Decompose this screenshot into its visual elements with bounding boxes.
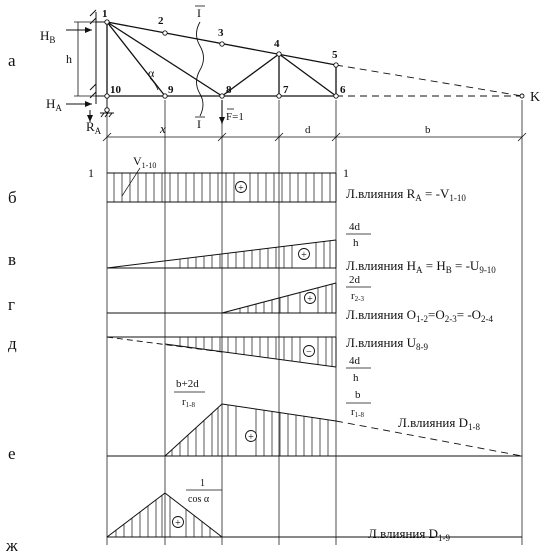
- fraction-num-v: 4d: [349, 221, 361, 233]
- node-labels: 1 2 3 4 5 10 9 8 7 6 K: [102, 8, 540, 105]
- value-left-b: 1: [88, 166, 94, 180]
- caption-b: Л.влияния RA = -V1-10: [346, 186, 466, 203]
- node-label-2: 2: [158, 15, 164, 27]
- support-hinge: [100, 96, 114, 118]
- fraction-den-v: h: [353, 237, 359, 249]
- node-label-4: 4: [274, 38, 280, 50]
- influence-line-d19: + 1 cos α Л.влияния D1-9: [106, 478, 522, 543]
- caption-v: Л.влияния HA = HB = -U9-10: [346, 258, 496, 275]
- caption-d: Л.влияния U8-9: [346, 335, 428, 352]
- hatch-zh: [115, 495, 211, 537]
- fraction-den-d: h: [353, 372, 359, 384]
- section-line: [196, 21, 204, 117]
- truss-scheme: 1 2 3 4 5 10 9 8 7 6 K HB HA RA: [40, 5, 540, 142]
- sign-g: +: [307, 294, 313, 305]
- fraction-num-zh: 1: [200, 478, 205, 489]
- row-label-b: б: [8, 188, 17, 207]
- sign-v: +: [301, 250, 307, 261]
- sign-d: −: [306, 347, 312, 358]
- node-label-3: 3: [218, 27, 224, 39]
- node-label-1: 1: [102, 8, 108, 20]
- hatch-b: [113, 173, 331, 202]
- influence-line-ra: + 1 1 V1-10 Л.влияния RA = -V1-10: [88, 154, 466, 203]
- section-label-bottom: I: [197, 117, 201, 131]
- sign-plus-v: [298, 248, 310, 260]
- node-label-8: 8: [226, 84, 232, 96]
- sign-minus-d: [303, 345, 315, 357]
- hatch-e: [171, 405, 329, 456]
- fraction-num-e-left: b+2d: [176, 378, 199, 390]
- fraction-den-e-right: r1-8: [351, 406, 365, 419]
- row-label-d: д: [8, 334, 17, 353]
- row-label-e: е: [8, 444, 16, 463]
- hatch-g: [239, 284, 333, 313]
- row-label-zh: ж: [5, 536, 18, 555]
- caption-g: Л.влияния O1-2=O2-3= -O2-4: [346, 307, 494, 324]
- fraction-num-g: 2d: [349, 274, 361, 286]
- projection-lines: [106, 22, 523, 545]
- wall-support: [89, 9, 107, 104]
- reaction-ra-label: RA: [86, 119, 102, 136]
- sign-e: +: [248, 432, 254, 443]
- sign-b: +: [238, 183, 244, 194]
- influence-line-d18: + b+2d r1-8 b r1-8 Л.влияния D1-8: [107, 378, 523, 457]
- row-label-a: а: [8, 51, 16, 70]
- caption-zh: Л.влияния D1-9: [368, 526, 450, 543]
- dim-x-label: x: [159, 121, 166, 136]
- sign-plus-b: [235, 181, 247, 193]
- fraction-den-e-left: r1-8: [182, 396, 196, 409]
- influence-line-o: + 2d r2-3 Л.влияния O1-2=O2-3= -O2-4: [107, 274, 494, 324]
- dimension-line: [102, 132, 527, 142]
- value-right-b: 1: [343, 166, 349, 180]
- sign-plus-g: [304, 292, 316, 304]
- sign-zh: +: [175, 518, 181, 529]
- node-label-10: 10: [110, 84, 122, 96]
- fraction-num-e-right: b: [355, 389, 361, 401]
- fraction-den-zh: cos α: [188, 494, 210, 505]
- reaction-ha-label: HA: [46, 96, 62, 113]
- reaction-hb-label: HB: [40, 28, 55, 45]
- node-label-5: 5: [332, 49, 338, 61]
- leader-v110: [121, 167, 141, 197]
- row-labels: а б в г д е ж: [5, 51, 18, 555]
- truss-nodes: [104, 19, 525, 99]
- dim-b-label: b: [425, 124, 431, 136]
- hatch-d: [179, 337, 333, 367]
- node-label-7: 7: [283, 84, 289, 96]
- hatch-v: [179, 241, 331, 268]
- influence-line-ha: + 4d h Л.влияния HA = HB = -U9-10: [106, 221, 496, 275]
- angle-arc: [149, 77, 159, 91]
- influence-line-u: − Л.влияния U8-9 4d h: [106, 335, 428, 384]
- force-label: F=1: [226, 111, 244, 123]
- caption-e: Л.влияния D1-8: [398, 415, 480, 432]
- angle-label: α: [148, 66, 155, 80]
- row-label-v: в: [8, 250, 16, 269]
- fraction-den-g: r2-3: [351, 290, 365, 303]
- fraction-num-d: 4d: [349, 355, 361, 367]
- node-label-6: 6: [340, 84, 346, 96]
- dim-d-label: d: [305, 124, 311, 136]
- reactions: [66, 27, 93, 122]
- sign-plus-e: [245, 430, 257, 442]
- node-label-9: 9: [168, 84, 174, 96]
- height-label: h: [66, 52, 72, 66]
- section-label-top: I: [197, 6, 201, 20]
- member-v110-label: V1-10: [133, 154, 156, 170]
- row-label-g: г: [8, 295, 15, 314]
- sign-plus-zh: [172, 516, 184, 528]
- point-label-k: K: [530, 90, 540, 105]
- height-dimension: [74, 21, 96, 97]
